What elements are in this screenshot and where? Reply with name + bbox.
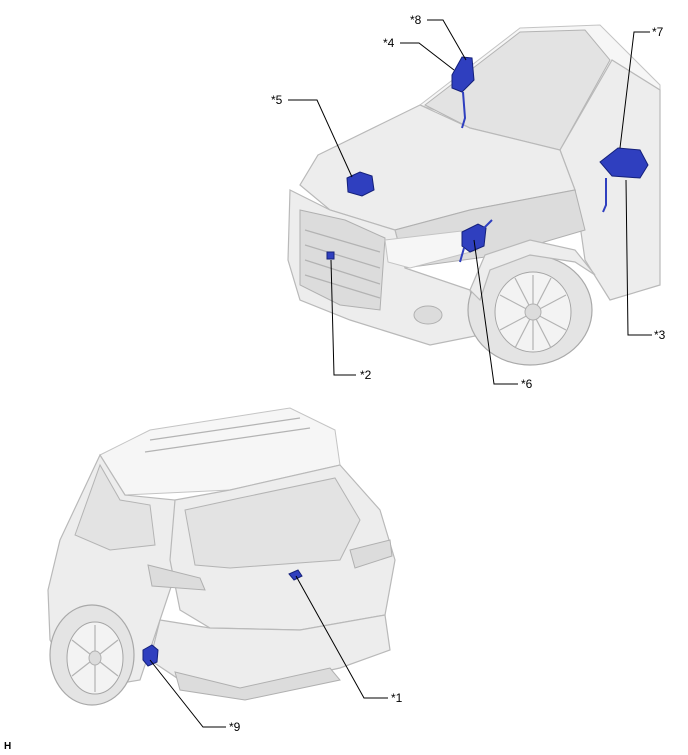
leader-line-2: [330, 259, 356, 376]
side-mirror-part: [599, 147, 649, 179]
leader-line-4: [400, 42, 455, 71]
inner-mirror-wire: [461, 91, 467, 129]
callout-label-8: *8: [410, 13, 422, 27]
callout-label-4: *4: [383, 36, 395, 50]
rear-bumper-component-part: [142, 644, 159, 667]
engine-bay-component-part: [346, 171, 375, 197]
mirror-wire: [602, 178, 607, 213]
callout-label-6: *6: [521, 377, 533, 391]
callout-label-5: *5: [271, 93, 283, 107]
rear-hatch-component-part: [288, 569, 303, 581]
leader-line-5: [288, 99, 353, 178]
fender-component-part: [461, 223, 487, 253]
leader-line-8: [427, 19, 467, 61]
leader-line-3: [625, 179, 652, 336]
leader-line-1: [295, 575, 388, 699]
callout-label-9: *9: [229, 720, 241, 734]
callout-label-7: *7: [652, 25, 664, 39]
inner-mirror-sensor-part: [451, 56, 475, 93]
rear-vehicle-illustration: [47, 407, 396, 706]
callout-label-1: *1: [391, 691, 403, 705]
callout-labels: *8 *4 *5 *7 *3 *2 *6 *1 *9 H: [4, 13, 666, 752]
callout-label-2: *2: [360, 368, 372, 382]
corner-mark: H: [4, 741, 11, 752]
leader-line-7: [619, 31, 650, 149]
leader-line-9: [149, 659, 226, 728]
front-grille-sensor-part: [326, 251, 335, 260]
leader-line-6: [473, 239, 518, 385]
front-vehicle-illustration: [287, 24, 661, 366]
callout-label-3: *3: [654, 328, 666, 342]
leader-lines: [149, 19, 652, 728]
